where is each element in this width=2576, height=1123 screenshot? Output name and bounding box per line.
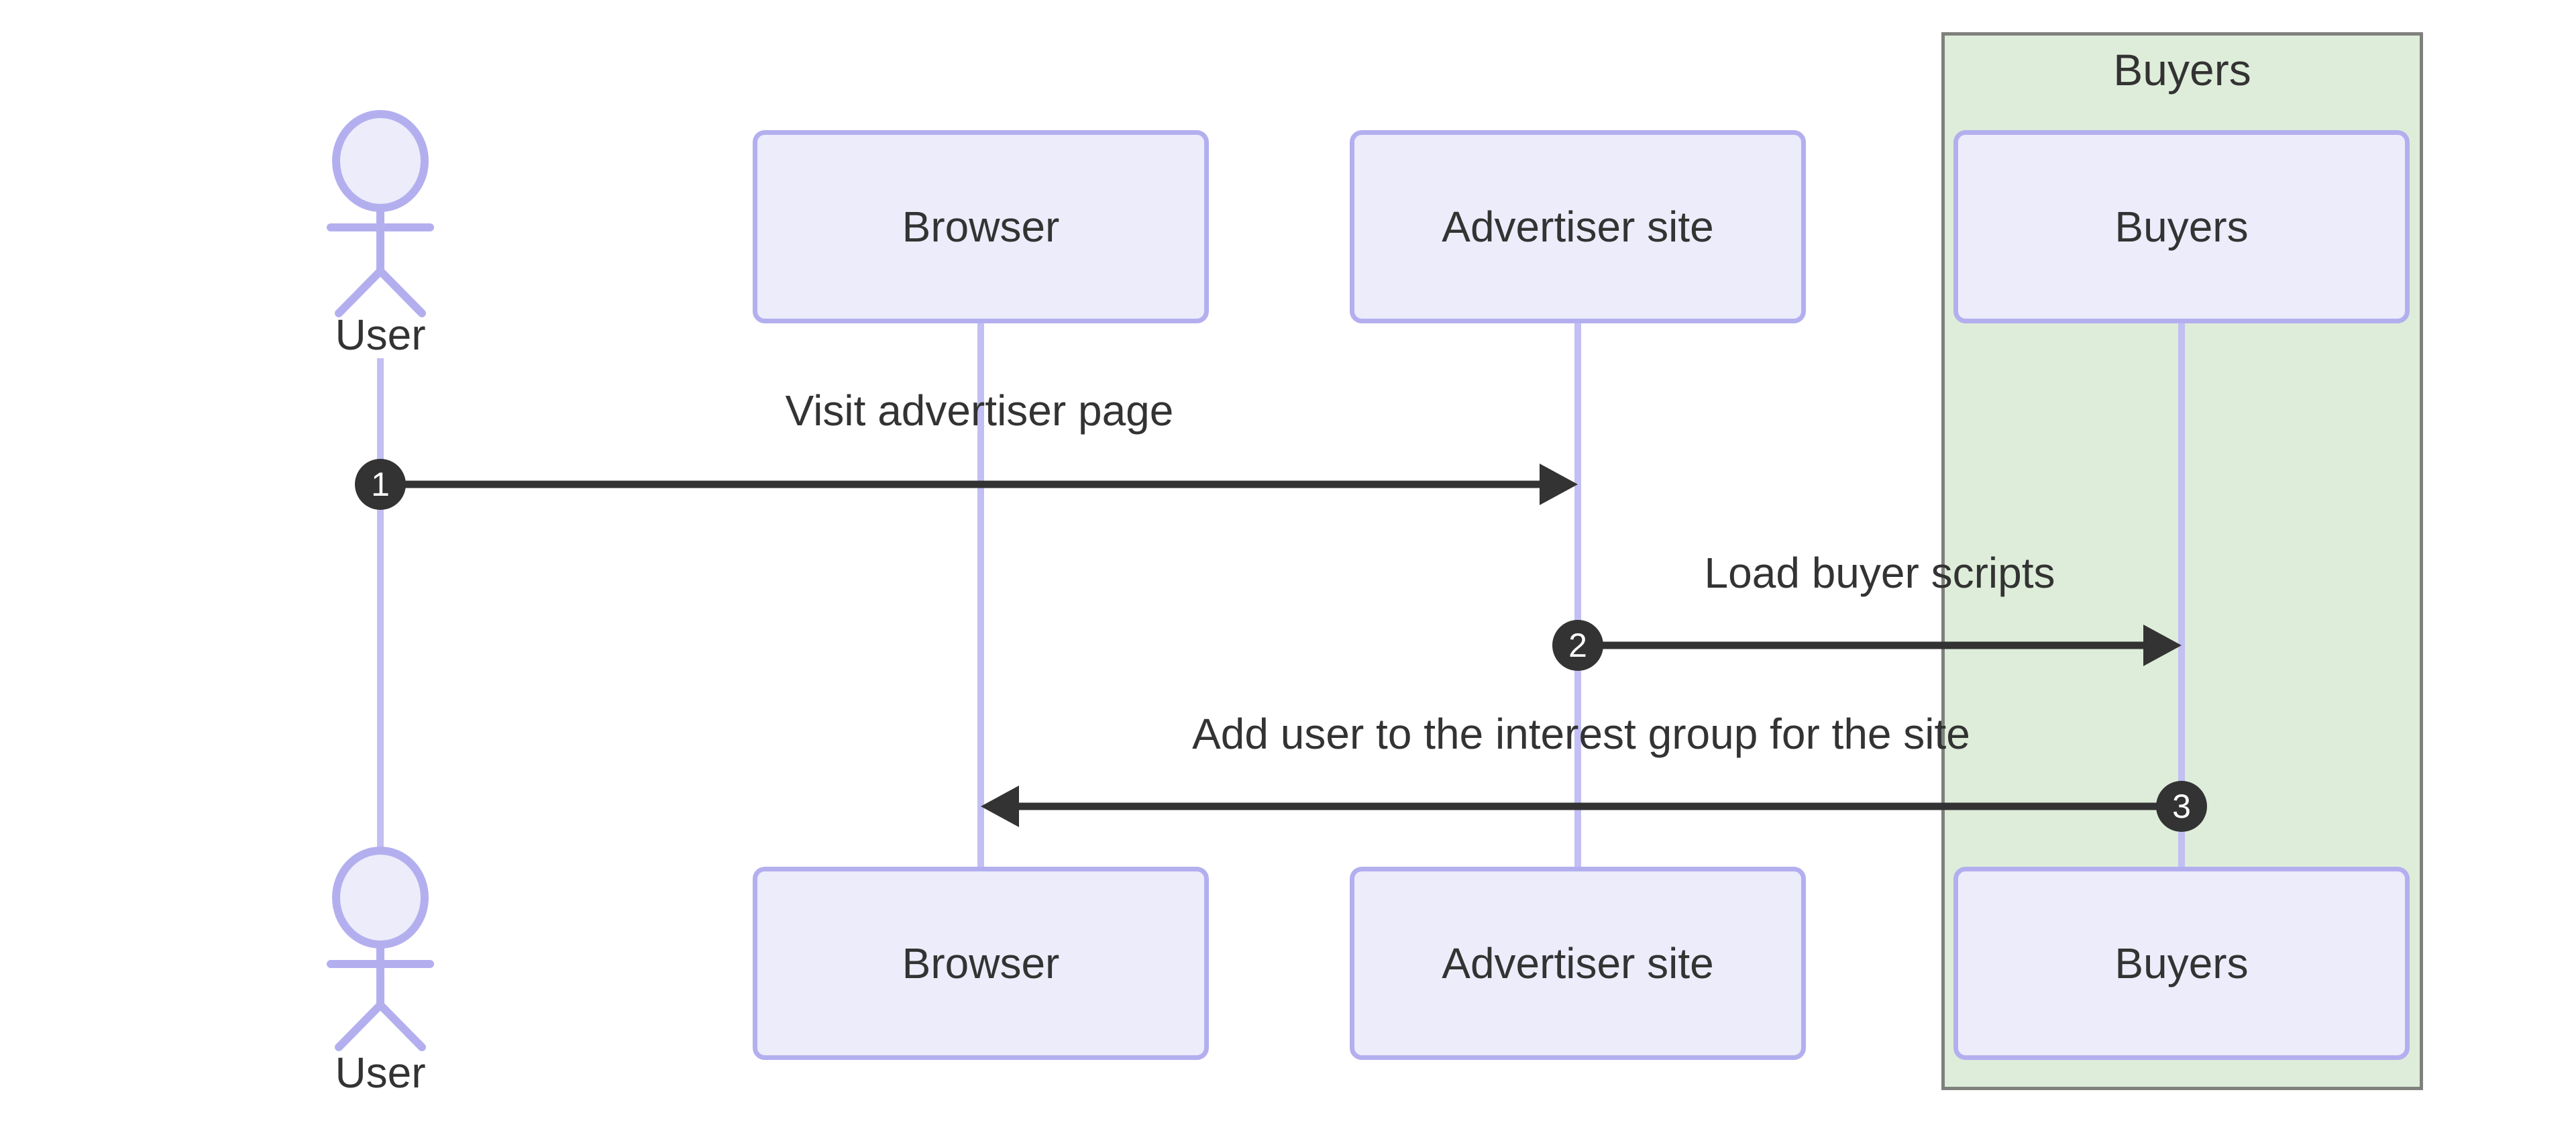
user-actor-figure-bottom xyxy=(327,847,434,1051)
sequence-number-badge-2: 2 xyxy=(1552,620,1603,671)
participant-box-advertiser-top: Advertiser site xyxy=(1350,130,1806,323)
participant-label: Advertiser site xyxy=(1442,203,1714,251)
participant-label: Browser xyxy=(902,939,1060,987)
participant-box-browser-bottom: Browser xyxy=(753,867,1209,1060)
arrowhead-left-icon xyxy=(981,786,1019,827)
participant-box-advertiser-bottom: Advertiser site xyxy=(1350,867,1806,1060)
arrowhead-right-icon xyxy=(1540,464,1578,505)
actor-head xyxy=(332,110,429,212)
actor-leg-left xyxy=(335,1001,384,1051)
message-label-1: Visit advertiser page xyxy=(785,386,1174,435)
message-arrow-1 xyxy=(380,464,1578,505)
user-actor-label-top: User xyxy=(335,311,426,359)
message-label-3: Add user to the interest group for the s… xyxy=(1192,710,1970,758)
participant-box-browser-top: Browser xyxy=(753,130,1209,323)
actor-leg-right xyxy=(376,267,426,317)
message-arrow-2 xyxy=(1578,625,2182,666)
sequence-number-badge-1: 1 xyxy=(355,459,406,510)
message-arrow-3 xyxy=(981,786,2182,827)
participant-box-buyers-top: Buyers xyxy=(1953,130,2410,323)
participant-label: Browser xyxy=(902,203,1060,251)
actor-leg-left xyxy=(335,267,384,317)
actor-head xyxy=(332,847,429,949)
participant-box-buyers-bottom: Buyers xyxy=(1953,867,2410,1060)
participant-label: Advertiser site xyxy=(1442,939,1714,987)
participant-label: Buyers xyxy=(2114,203,2249,251)
message-label-2: Load buyer scripts xyxy=(1704,549,2055,597)
buyers-group-title: Buyers xyxy=(2113,45,2251,95)
sequence-number-badge-3: 3 xyxy=(2156,781,2207,832)
user-actor-figure-top xyxy=(327,110,434,317)
actor-leg-right xyxy=(376,1001,426,1051)
participant-label: Buyers xyxy=(2114,939,2249,987)
arrowhead-right-icon xyxy=(2143,625,2182,666)
user-actor-label-bottom: User xyxy=(335,1049,426,1097)
